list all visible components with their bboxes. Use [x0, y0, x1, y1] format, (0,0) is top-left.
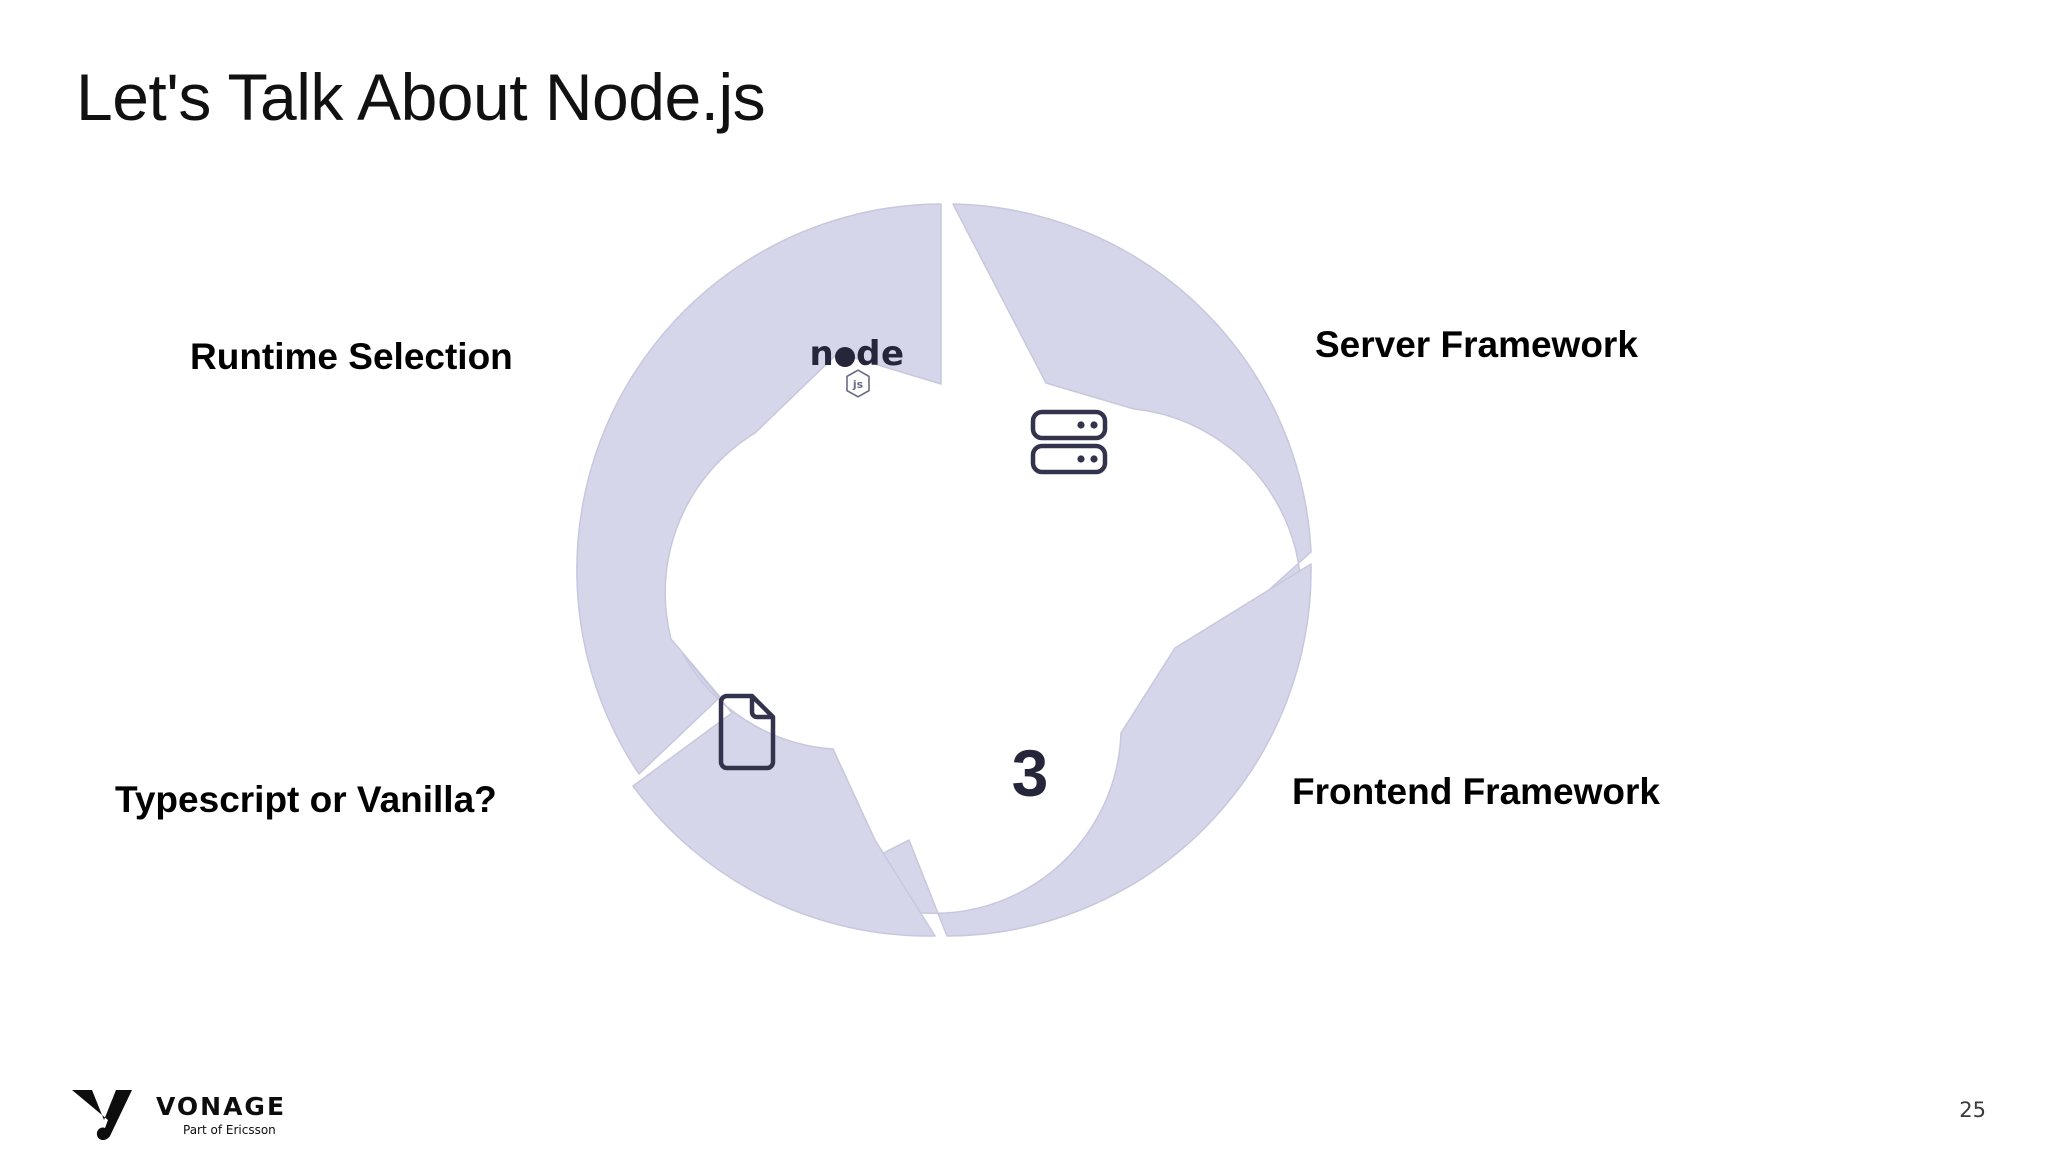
vonage-logo: VONAGE Part of Ericsson [70, 1084, 300, 1142]
document-file-icon [705, 690, 789, 774]
nodejs-wordmark-de: de [856, 334, 905, 374]
segment-frontend[interactable] [828, 563, 1312, 937]
svg-text:js: js [852, 378, 864, 391]
donut-chart-graphic [576, 203, 1312, 937]
vonage-wordmark: VONAGE [156, 1092, 286, 1121]
nodejs-wordmark-n: n [809, 334, 835, 374]
page-title: Let's Talk About Node.js [76, 60, 766, 134]
segment-number-three: 3 [975, 718, 1085, 828]
nodejs-wordmark-o-dot [835, 347, 856, 367]
number-three-text: 3 [1011, 736, 1049, 810]
label-server-framework: Server Framework [1315, 324, 1638, 365]
server-rack-icon [1027, 400, 1111, 484]
label-typescript-or-vanilla: Typescript or Vanilla? [115, 779, 497, 820]
label-runtime-selection: Runtime Selection [190, 336, 513, 377]
page-number: 25 [1959, 1098, 1986, 1122]
segment-typescript[interactable] [632, 653, 936, 937]
nodejs-hex-badge-icon: js [846, 369, 870, 398]
vonage-tagline: Part of Ericsson [183, 1123, 276, 1137]
segment-runtime[interactable] [576, 203, 942, 775]
label-frontend-framework: Frontend Framework [1292, 771, 1660, 812]
vonage-v-icon [72, 1090, 132, 1141]
